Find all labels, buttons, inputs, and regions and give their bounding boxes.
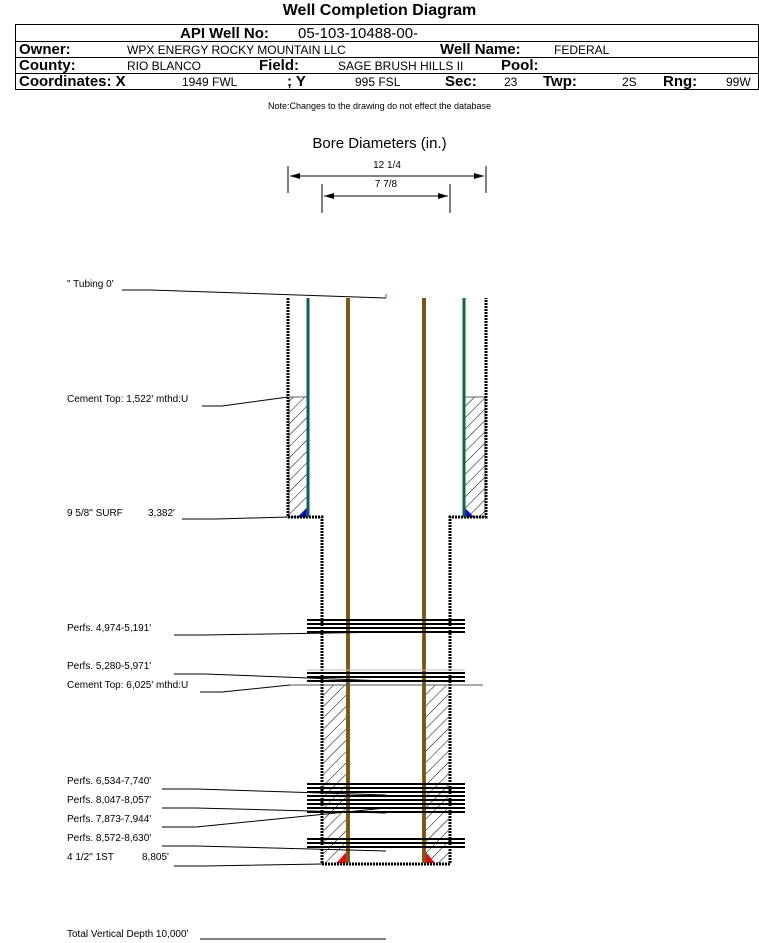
production-casing-shoe: [337, 851, 347, 863]
leader-perfs-6: [162, 845, 387, 852]
leader-lines: [122, 289, 387, 940]
surface-casing: [306, 298, 466, 517]
label-perfs-5: Perfs. 7,873-7,944': [67, 814, 152, 825]
coordinates-label: Coordinates: X: [19, 73, 126, 90]
leader-cement-top-2: [200, 684, 291, 693]
leader-cement-top-1: [202, 396, 289, 407]
leader-production-casing: [174, 863, 323, 867]
field-value: SAGE BRUSH HILLS II: [338, 59, 464, 73]
bore-dimension-inner: [321, 184, 451, 213]
perforations-group-2: [307, 669, 465, 682]
coord-y-label: ; Y: [287, 73, 306, 90]
label-perfs-2: Perfs. 5,280-5,971': [67, 661, 152, 672]
perforations-group-3: [307, 783, 465, 813]
label-surface-casing: 9 5/8" SURF: [67, 508, 123, 519]
label-total-vertical-depth: Total Vertical Depth 10,000': [67, 929, 189, 940]
label-perfs-3: Perfs. 6,534-7,740': [67, 776, 152, 787]
database-note: Note:Changes to the drawing do not effec…: [268, 101, 491, 111]
rng-label: Rng:: [663, 73, 698, 90]
leader-perfs-1: [174, 631, 387, 636]
cement-surface-annulus: [288, 396, 486, 518]
well-name-value: FEDERAL: [554, 43, 610, 57]
surface-casing-shoe: [298, 507, 308, 517]
label-cement-top-2: Cement Top: 6,025' mthd:U: [67, 680, 189, 691]
sec-label: Sec:: [445, 73, 477, 90]
api-label: API Well No:: [180, 25, 269, 42]
production-casing-shoe-right: [425, 851, 435, 863]
cement-production-annulus: [323, 685, 449, 863]
coord-x-value: 1949 FWL: [182, 75, 238, 89]
coord-y-value: 995 FSL: [355, 75, 401, 89]
leader-perfs-2: [174, 673, 387, 682]
leader-perfs-4: [162, 807, 387, 814]
perforations-group-4: [307, 838, 465, 848]
header-row-coordinates: Coordinates: X 1949 FWL ; Y 995 FSL Sec:…: [16, 73, 758, 90]
bore-diameters-title: Bore Diameters (in.): [312, 135, 447, 152]
bore-dimension-outer: [287, 166, 487, 193]
label-tubing: " Tubing 0': [67, 279, 114, 290]
sec-value: 23: [504, 75, 518, 89]
leader-perfs-5: [162, 807, 387, 828]
outer-bore-label: 12 1/4: [373, 160, 401, 171]
perforations-group-1: [307, 619, 465, 633]
leader-tubing: [122, 289, 387, 299]
label-perfs-1: Perfs. 4,974-5,191': [67, 623, 152, 634]
surface-casing-shoe-right: [464, 507, 474, 517]
label-perfs-4: Perfs. 8,047-8,057': [67, 795, 152, 806]
label-surface-casing-depth: 3,382': [148, 508, 175, 519]
well-header-table: API Well No: 05-103-10488-00- Owner: WPX…: [15, 24, 759, 90]
owner-label: Owner:: [19, 41, 71, 58]
inner-bore-label: 7 7/8: [374, 179, 398, 190]
leader-perfs-3: [162, 788, 387, 796]
api-value: 05-103-10488-00-: [298, 25, 419, 42]
owner-value: WPX ENERGY ROCKY MOUNTAIN LLC: [127, 43, 346, 57]
leader-surface-casing: [182, 516, 289, 520]
hole-wall: [286, 298, 488, 866]
label-perfs-6: Perfs. 8,572-8,630': [67, 833, 152, 844]
header-row-api: API Well No: 05-103-10488-00-: [16, 25, 758, 42]
diagram-title: Well Completion Diagram: [282, 2, 477, 19]
county-label: County:: [19, 57, 76, 74]
field-label: Field:: [259, 57, 299, 74]
header-row-county: County: RIO BLANCO Field: SAGE BRUSH HIL…: [16, 57, 758, 74]
label-cement-top-1: Cement Top: 1,522' mthd:U: [67, 394, 189, 405]
label-production-casing-depth: 8,805': [142, 852, 169, 863]
county-value: RIO BLANCO: [127, 59, 202, 73]
tubing-string: [346, 298, 426, 863]
twp-value: 2S: [622, 75, 637, 89]
pool-label: Pool:: [501, 57, 539, 74]
header-row-owner: Owner: WPX ENERGY ROCKY MOUNTAIN LLC Wel…: [16, 41, 758, 58]
twp-label: Twp:: [543, 73, 577, 90]
rng-value: 99W: [726, 75, 751, 89]
label-production-casing: 4 1/2" 1ST: [67, 852, 114, 863]
well-name-label: Well Name:: [440, 41, 521, 58]
